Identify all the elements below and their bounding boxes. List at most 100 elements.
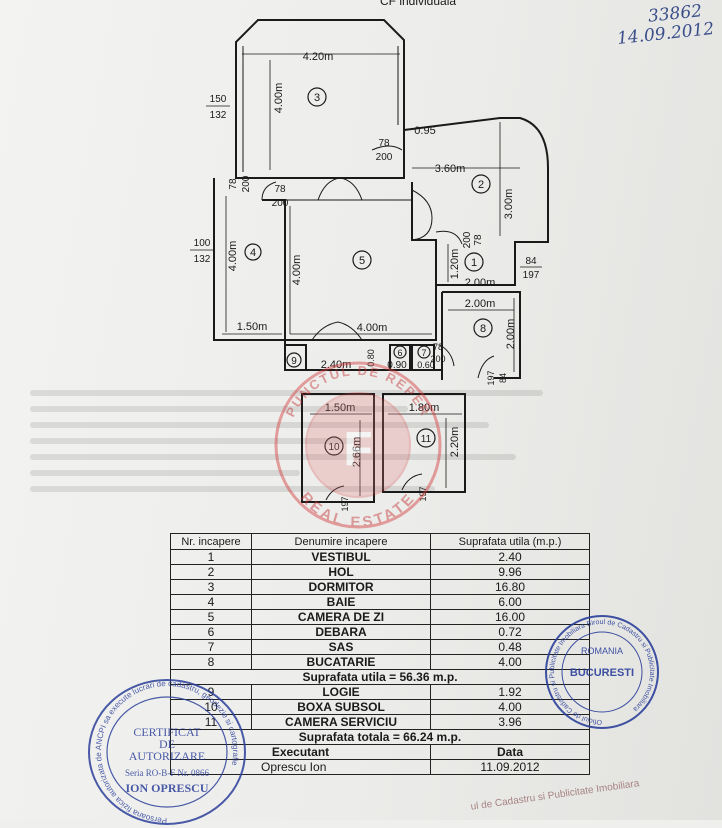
data-label: Data — [430, 744, 590, 760]
room-label-8: 8 — [480, 323, 486, 335]
dim-4-00-r5: 4.00m — [291, 255, 303, 286]
wall-room-6 — [389, 344, 411, 371]
dim-2-40: 2.40m — [321, 359, 352, 371]
room-label-5: 5 — [359, 255, 365, 267]
cell-name: CAMERA DE ZI — [251, 609, 431, 625]
dim-0-80: 0.80 — [366, 349, 376, 367]
cell-area: 2.40 — [430, 549, 590, 565]
door-a-200: 200 — [376, 152, 393, 163]
watermark-logo: F — [343, 423, 372, 476]
room-label-4: 4 — [250, 247, 256, 259]
wall-room-10 — [301, 393, 375, 503]
cell-name: VESTIBUL — [251, 549, 431, 565]
wall-room-3 — [235, 19, 405, 179]
cell-name: DEBARA — [251, 624, 431, 640]
door-d-78: 78 — [473, 234, 484, 246]
dim-0-95: 0.95 — [414, 125, 435, 137]
room-label-1: 1 — [471, 257, 477, 269]
cell-name: BUCATARIE — [251, 654, 431, 670]
dim-1-50-b: 1.50m — [325, 402, 356, 414]
agency-watermark: PUNCTUL DE REPER REAL ESTATE F — [274, 361, 442, 531]
dim-4-20: 4.20m — [303, 51, 334, 63]
wall-room-5 — [285, 240, 437, 341]
door-e-200: 200 — [430, 354, 445, 364]
dim-4-00-r3: 4.00m — [273, 83, 285, 114]
top-cut-text: CF individuala — [380, 0, 457, 8]
executant-row: Oprescu Ion 11.09.2012 — [170, 759, 590, 775]
wall-strip — [306, 369, 443, 380]
executant-name: Oprescu Ion — [170, 759, 431, 775]
cell-nr: 3 — [170, 579, 252, 595]
cell-area: 4.00 — [430, 654, 590, 670]
bleed-through-text — [30, 380, 570, 530]
sum-totala-row: Suprafata totala = 66.24 m.p. — [170, 729, 590, 745]
cell-name: DORMITOR — [251, 579, 431, 595]
room-label-7: 7 — [421, 348, 426, 358]
table-header-row: Nr. incapere Denumire incapere Suprafata… — [170, 533, 590, 550]
cell-nr: 7 — [170, 639, 252, 655]
dim-1-80: 1.80m — [409, 402, 440, 414]
ocpi-stamp: Oficiul de Cadastru si Publicitate Imobi… — [545, 615, 659, 729]
door-c-200: 200 — [241, 175, 252, 192]
dim-1-20: 1.20m — [449, 249, 461, 280]
door-a-78: 78 — [378, 138, 390, 149]
door-197-d: 197 — [418, 486, 428, 501]
cell-area: 6.00 — [430, 594, 590, 610]
cell-area: 16.00 — [430, 609, 590, 625]
cell-name: SAS — [251, 639, 431, 655]
door-197-a: 197 — [523, 270, 540, 281]
sum-totala: Suprafata totala = 66.24 m.p. — [170, 729, 590, 745]
right-stamp-line2: BUCURESTI — [570, 667, 634, 679]
window-132-a: 132 — [210, 110, 227, 121]
cell-nr: 1 — [170, 549, 252, 565]
room-label-10: 10 — [328, 442, 340, 453]
window-100: 100 — [194, 238, 211, 249]
dim-0-60: 0.60 — [417, 360, 435, 370]
cell-area: 9.96 — [430, 564, 590, 580]
dim-2-00-r1: 2.00m — [465, 277, 496, 289]
executant-header-row: Executant Data — [170, 744, 590, 760]
dim-3-60: 3.60m — [435, 163, 466, 175]
window-150: 150 — [210, 94, 227, 105]
dim-2-00-r8-side: 2.00m — [505, 319, 517, 350]
door-b-78: 78 — [274, 184, 286, 195]
door-84-b: 84 — [498, 373, 508, 383]
door-84-a: 84 — [525, 256, 537, 267]
cell-nr: 2 — [170, 564, 252, 580]
door-c-78: 78 — [228, 178, 239, 190]
cell-name: LOGIE — [251, 684, 431, 700]
dim-2-66: 2.66m — [351, 437, 363, 468]
floor-plan: 1 2 3 4 5 6 7 8 9 10 11 4.20m 4.00m 0.95… — [190, 19, 549, 512]
room-label-3: 3 — [314, 92, 320, 104]
room-label-9: 9 — [291, 356, 297, 367]
left-stamp-line2: DE — [159, 737, 175, 751]
door-d-200: 200 — [462, 231, 473, 248]
dim-1-50: 1.50m — [237, 321, 268, 333]
cell-nr: 5 — [170, 609, 252, 625]
dim-3-00: 3.00m — [503, 189, 515, 220]
room-label-2: 2 — [478, 179, 484, 191]
header-nr: Nr. incapere — [170, 533, 252, 550]
door-b-200: 200 — [272, 198, 289, 209]
left-stamp-line3: AUTORIZARE — [129, 749, 205, 763]
door-197-c: 197 — [340, 496, 350, 511]
dim-4-00-r4: 4.00m — [227, 241, 239, 272]
left-stamp-line5: ION OPRESCU — [125, 781, 208, 795]
header-name: Denumire incapere — [251, 533, 431, 550]
cell-name: CAMERA SERVICIU — [251, 714, 431, 730]
wall-room-8 — [442, 291, 521, 379]
executant-date: 11.09.2012 — [430, 759, 590, 775]
wall-room-11 — [382, 393, 466, 493]
door-e-78: 78 — [433, 342, 443, 352]
dim-0-90: 0.90 — [387, 360, 407, 371]
room-label-11: 11 — [421, 434, 432, 445]
door-197-b: 197 — [486, 370, 496, 385]
